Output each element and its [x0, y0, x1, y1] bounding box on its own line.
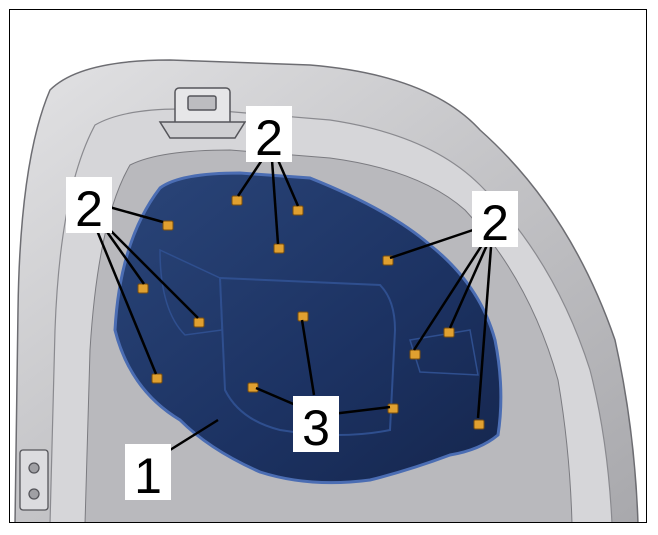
hood-hinge: [19, 449, 49, 511]
clip: [473, 419, 485, 430]
callout-label: 2: [255, 110, 283, 166]
callout-label: 1: [134, 448, 162, 504]
hood-latch: [158, 87, 247, 139]
callout-2-left: 2: [66, 177, 112, 237]
callout-2-top: 2: [246, 106, 292, 166]
callout-label: 2: [481, 195, 509, 251]
clip: [443, 327, 455, 338]
diagram-frame: 2 2 2 3 1: [9, 9, 647, 523]
clip: [151, 373, 163, 384]
clip-group: [137, 195, 485, 430]
callout-1: 1: [125, 444, 171, 504]
callout-label: 3: [302, 400, 330, 456]
clip: [273, 243, 285, 254]
clip: [297, 311, 309, 322]
clip: [162, 220, 174, 231]
clip: [137, 283, 149, 294]
callout-3: 3: [293, 396, 339, 456]
clip: [409, 349, 421, 360]
insulation-left-bulge: [159, 248, 223, 336]
clip: [387, 403, 399, 414]
clip: [231, 195, 243, 206]
insulation-pad: [113, 171, 503, 485]
clip: [292, 205, 304, 216]
callout-label: 2: [75, 181, 103, 237]
clip: [193, 317, 205, 328]
callout-2-right: 2: [472, 191, 518, 251]
hood-insulation-diagram: 2 2 2 3 1: [14, 59, 639, 522]
leader-lines: [94, 159, 493, 457]
